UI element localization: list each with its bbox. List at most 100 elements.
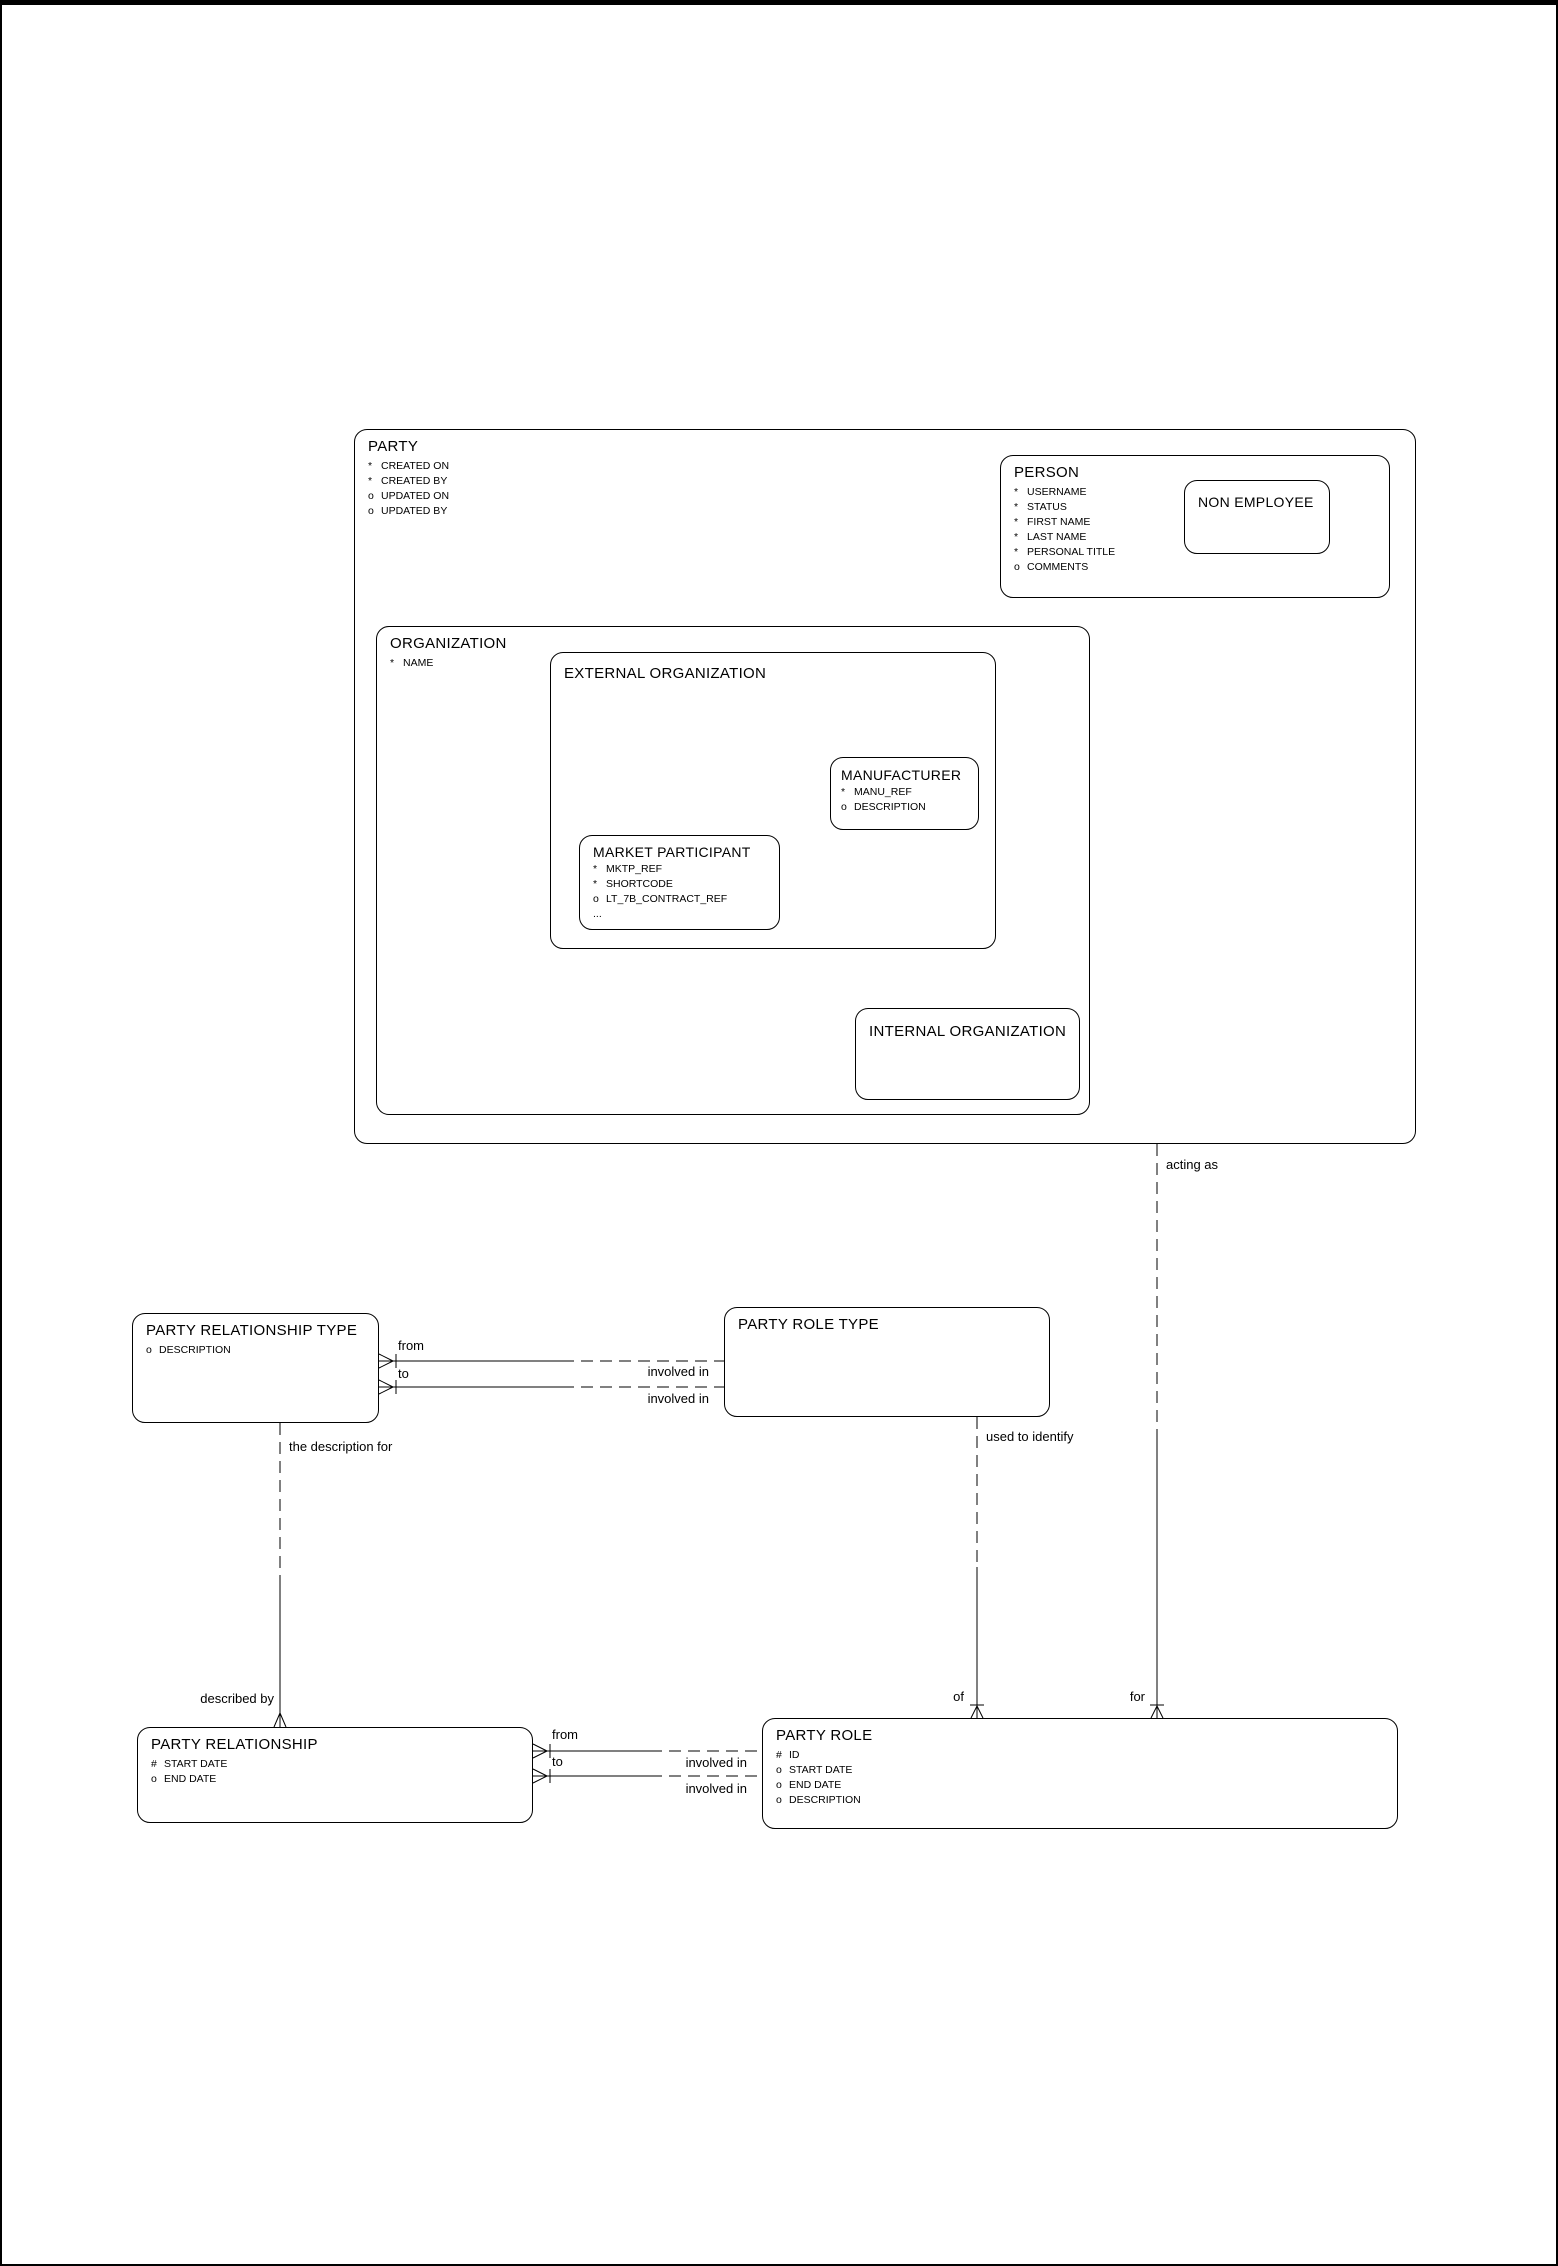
attr-label: CREATED BY — [381, 475, 448, 487]
entity-title: INTERNAL ORGANIZATION — [869, 1023, 1067, 1040]
attribute-list: * MANU_REF o DESCRIPTION — [841, 785, 972, 815]
entity-title: MARKET PARTICIPANT — [593, 844, 751, 860]
attr-marker: o — [146, 1344, 152, 1356]
connector-prt-to-involved-in[interactable] — [378, 1379, 724, 1395]
attr-marker: o — [368, 505, 374, 517]
attr-marker: o — [841, 801, 847, 813]
attribute-row: o UPDATED ON — [368, 489, 1409, 504]
attr-marker: * — [368, 460, 373, 472]
entity-person[interactable]: PERSON *USERNAME *STATUS *FIRST NAME *LA… — [1000, 455, 1390, 598]
attr-marker: * — [390, 657, 395, 669]
label-involved-in: involved in — [685, 1781, 747, 1796]
attr-label: UPDATED ON — [381, 490, 450, 502]
connector-pr-to-involved-in[interactable] — [532, 1768, 762, 1784]
attr-label: UPDATED BY — [381, 505, 448, 517]
attribute-list: * NAME — [390, 656, 1083, 671]
label-involved-in: involved in — [647, 1391, 709, 1406]
connector-pr-from-involved-in[interactable] — [532, 1743, 762, 1759]
attribute-row: * MKTP_REF — [593, 862, 773, 877]
attribute-row: *FIRST NAME — [1014, 515, 1383, 530]
attribute-row: o END DATE — [151, 1772, 526, 1787]
attribute-row: *LAST NAME — [1014, 530, 1383, 545]
label-of: of — [953, 1689, 964, 1704]
attr-marker: * — [593, 878, 598, 890]
label-for: for — [1129, 1689, 1145, 1704]
entity-market-participant[interactable]: MARKET PARTICIPANT *MKTP_REF *SHORTCODE … — [579, 835, 780, 930]
entity-title: PARTY — [368, 438, 419, 455]
attribute-row: * CREATED BY — [368, 474, 1409, 489]
label-acting-as: acting as — [1166, 1157, 1219, 1172]
attr-label: SHORTCODE — [606, 878, 673, 890]
entity-title: PARTY ROLE — [776, 1727, 873, 1744]
entity-title: NON EMPLOYEE — [1198, 494, 1314, 510]
attr-marker: * — [368, 475, 373, 487]
attribute-list: *USERNAME *STATUS *FIRST NAME *LAST NAME… — [1014, 485, 1383, 575]
attr-label: USERNAME — [1027, 486, 1087, 498]
connector-prt-from-involved-in[interactable] — [378, 1353, 724, 1369]
attr-label: NAME — [403, 657, 434, 669]
attribute-row: * MANU_REF — [841, 785, 972, 800]
label-the-description-for: the description for — [289, 1439, 393, 1454]
attribute-row: o DESCRIPTION — [146, 1343, 372, 1358]
attribute-row: * USERNAME — [1014, 485, 1383, 500]
attr-marker: # — [151, 1758, 157, 1770]
attr-label: MANU_REF — [854, 786, 912, 798]
attribute-row: o LT_7B_CONTRACT_REF — [593, 892, 773, 907]
attribute-list: # START DATE o END DATE — [151, 1757, 526, 1787]
connector-party-role-type-used-to-identify-party-role[interactable] — [970, 1417, 984, 1719]
attr-marker: * — [593, 863, 598, 875]
entity-party[interactable]: PARTY * CREATED ON * CREATED BY o UPDATED O… — [354, 429, 1416, 1144]
entity-organization[interactable]: ORGANIZATION *NAME — [376, 626, 1090, 1115]
attr-label: COMMENTS — [1027, 561, 1089, 573]
attr-label: PERSONAL TITLE — [1027, 546, 1116, 558]
attr-label: MKTP_REF — [606, 863, 663, 875]
attr-label: DESCRIPTION — [854, 801, 926, 813]
attr-label: START DATE — [789, 1764, 853, 1776]
attr-marker: o — [776, 1779, 782, 1791]
attr-marker: o — [368, 490, 374, 502]
entity-internal-organization[interactable]: INTERNAL ORGANIZATION — [855, 1008, 1080, 1100]
attribute-row: * SHORTCODE — [593, 877, 773, 892]
attr-marker: * — [1014, 501, 1019, 513]
entity-title: PARTY RELATIONSHIP TYPE — [146, 1322, 358, 1339]
attr-label: FIRST NAME — [1027, 516, 1091, 528]
attribute-row: #ID — [776, 1748, 1391, 1763]
entity-title: PARTY ROLE TYPE — [738, 1316, 879, 1333]
attr-marker: * — [1014, 486, 1019, 498]
entity-title: MANUFACTURER — [841, 767, 962, 783]
attr-label: LT_7B_CONTRACT_REF — [606, 893, 728, 905]
attr-label: START DATE — [164, 1758, 228, 1770]
entity-title: PERSON — [1014, 464, 1080, 481]
connector-party-relationship-type-description-for-party-relationship[interactable] — [273, 1423, 287, 1728]
entity-party-role-type[interactable]: PARTY ROLE TYPE — [724, 1307, 1050, 1417]
attr-marker: o — [593, 893, 599, 905]
label-involved-in: involved in — [685, 1755, 747, 1770]
attr-label: CREATED ON — [381, 460, 450, 472]
attr-label: DESCRIPTION — [159, 1344, 231, 1356]
attr-marker: o — [151, 1773, 157, 1785]
attribute-row: * NAME — [390, 656, 1083, 671]
relationship-lines — [273, 1144, 1164, 1784]
attr-marker: ... — [593, 908, 602, 920]
entity-title: EXTERNAL ORGANIZATION — [564, 665, 767, 682]
label-described-by: described by — [200, 1691, 274, 1706]
entity-non-employee[interactable]: NON EMPLOYEE — [1184, 480, 1330, 554]
attr-marker: * — [841, 786, 846, 798]
attr-label: ID — [789, 1749, 800, 1761]
entity-external-organization[interactable]: EXTERNAL ORGANIZATION — [550, 652, 996, 949]
label-involved-in: involved in — [647, 1364, 709, 1379]
attr-marker: * — [1014, 546, 1019, 558]
attr-label: END DATE — [164, 1773, 217, 1785]
connector-party-acting-as-party-role[interactable] — [1150, 1144, 1164, 1719]
entity-party-relationship-type[interactable]: PARTY RELATIONSHIP TYPE o DESCRIPTION — [132, 1313, 379, 1423]
entity-manufacturer[interactable]: MANUFACTURER * MANU_REF o DESCRIPTION — [830, 757, 979, 830]
attribute-row: o UPDATED BY — [368, 504, 1409, 519]
